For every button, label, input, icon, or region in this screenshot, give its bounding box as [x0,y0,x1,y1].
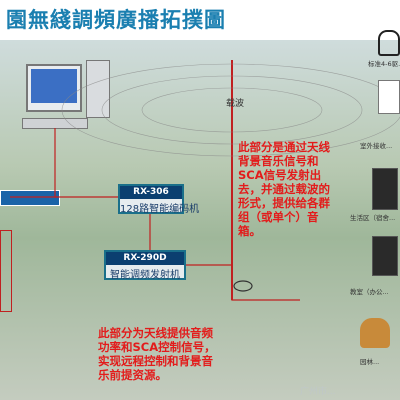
transmitter-unit: RX-290D 智能调频发射机 [104,250,186,281]
line-antenna-feed [231,290,300,301]
wave-ring-2 [101,75,363,145]
headphones-icon [378,30,400,56]
transmitter-name: 智能调频发射机 [110,270,180,281]
right-label-4: 教室（办公... [350,288,389,296]
antenna-mast [231,60,233,300]
left-bracket [0,230,12,312]
encoder-unit: RX-306 128路智能编码机 [118,184,200,215]
right-label-2: 室外接收... [360,142,393,150]
right-label-5: 园林... [360,358,380,366]
left-unit-box [0,190,60,206]
footer-watermark: 广州市... [300,387,336,397]
transmitter-model: RX-290D [106,252,184,265]
receiver-device [378,80,400,114]
antenna-coil [233,280,253,292]
text-bottom-description: 此部分为天线提供音频功率和SCA控制信号，实现远程控制和背景音乐前提资源。 [98,326,216,382]
computer-screen [31,69,77,103]
computer-tower [86,60,110,118]
encoder-model: RX-306 [120,186,182,199]
right-label-1: 标准4-6驱... [368,60,400,68]
encoder-name: 128路智能编码机 [120,204,200,215]
speaker-dorm [372,168,398,210]
right-label-3: 生活区（宿舍... [350,214,396,222]
speaker-classroom [372,236,398,276]
page-title: 園無綫調頻廣播拓撲圖 [0,0,400,40]
wave-ring-1 [141,87,323,133]
wave-ring-3 [61,63,400,157]
garden-speaker [360,318,390,348]
line-pc-encoder [54,128,118,198]
wave-label: 载波 [226,99,245,109]
text-right-description: 此部分是通过天线背景音乐信号和SCA信号发射出去，并通过载波的形式，提供给各群组… [238,140,330,238]
